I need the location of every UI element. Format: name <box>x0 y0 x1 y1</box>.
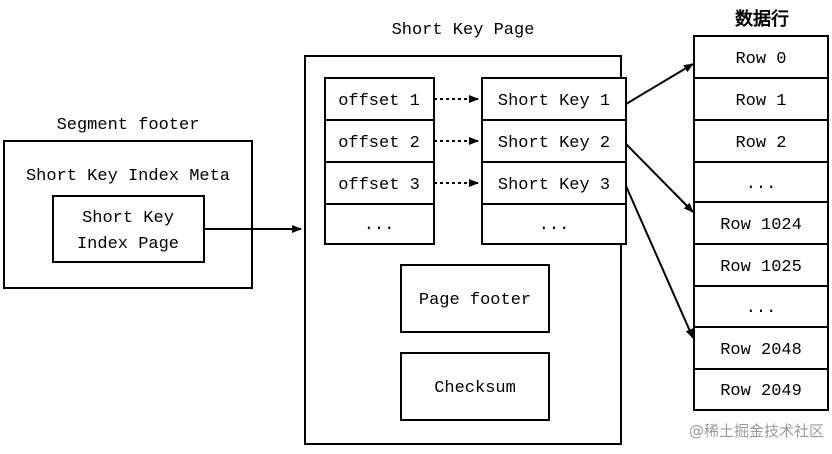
segment-footer-title: Segment footer <box>57 116 200 135</box>
watermark: @稀土掘金技术社区 <box>689 422 824 440</box>
row-label: Row 1025 <box>720 258 802 277</box>
short-key-page-title: Short Key Page <box>392 21 535 40</box>
short-key-label-4: ... <box>539 216 570 235</box>
page-footer-box <box>400 264 550 333</box>
page-footer-label: Page footer <box>419 291 531 310</box>
row-label: Row 0 <box>735 50 786 69</box>
data-rows-title: 数据行 <box>735 8 789 29</box>
offset-label-2: offset 2 <box>338 134 420 153</box>
offset-label-4: ... <box>364 216 395 235</box>
short-key-cell-1 <box>481 77 627 121</box>
checksum-box <box>400 352 550 421</box>
short-key-index-page-line1: Short Key <box>82 209 174 228</box>
short-key-cell-3 <box>481 161 627 205</box>
short-key-1-to-row-0-arrow <box>625 63 694 105</box>
offset-label-1: offset 1 <box>338 92 420 111</box>
row-label: Row 2 <box>735 134 786 153</box>
short-key-index-meta-label: Short Key Index Meta <box>26 167 230 186</box>
short-key-label-3: Short Key 3 <box>498 176 610 195</box>
data-rows-box <box>693 35 829 411</box>
short-key-index-page-box <box>52 195 205 263</box>
row-label: Row 1024 <box>720 216 802 235</box>
offset-cell-4 <box>324 203 435 245</box>
offset-label-3: offset 3 <box>338 176 420 195</box>
row-label: ... <box>746 175 777 194</box>
short-key-3-to-row-2048-arrow <box>625 185 694 339</box>
short-key-2-to-row-1024-arrow <box>625 143 694 213</box>
short-key-label-2: Short Key 2 <box>498 134 610 153</box>
row-label: Row 1 <box>735 92 786 111</box>
row-label: Row 2048 <box>720 341 802 360</box>
row-label: ... <box>746 299 777 318</box>
short-key-cell-4 <box>481 203 627 245</box>
checksum-label: Checksum <box>434 379 516 398</box>
short-key-label-1: Short Key 1 <box>498 92 610 111</box>
row-label: Row 2049 <box>720 382 802 401</box>
short-key-index-page-line2: Index Page <box>77 235 179 254</box>
offset-cell-3 <box>324 161 435 205</box>
